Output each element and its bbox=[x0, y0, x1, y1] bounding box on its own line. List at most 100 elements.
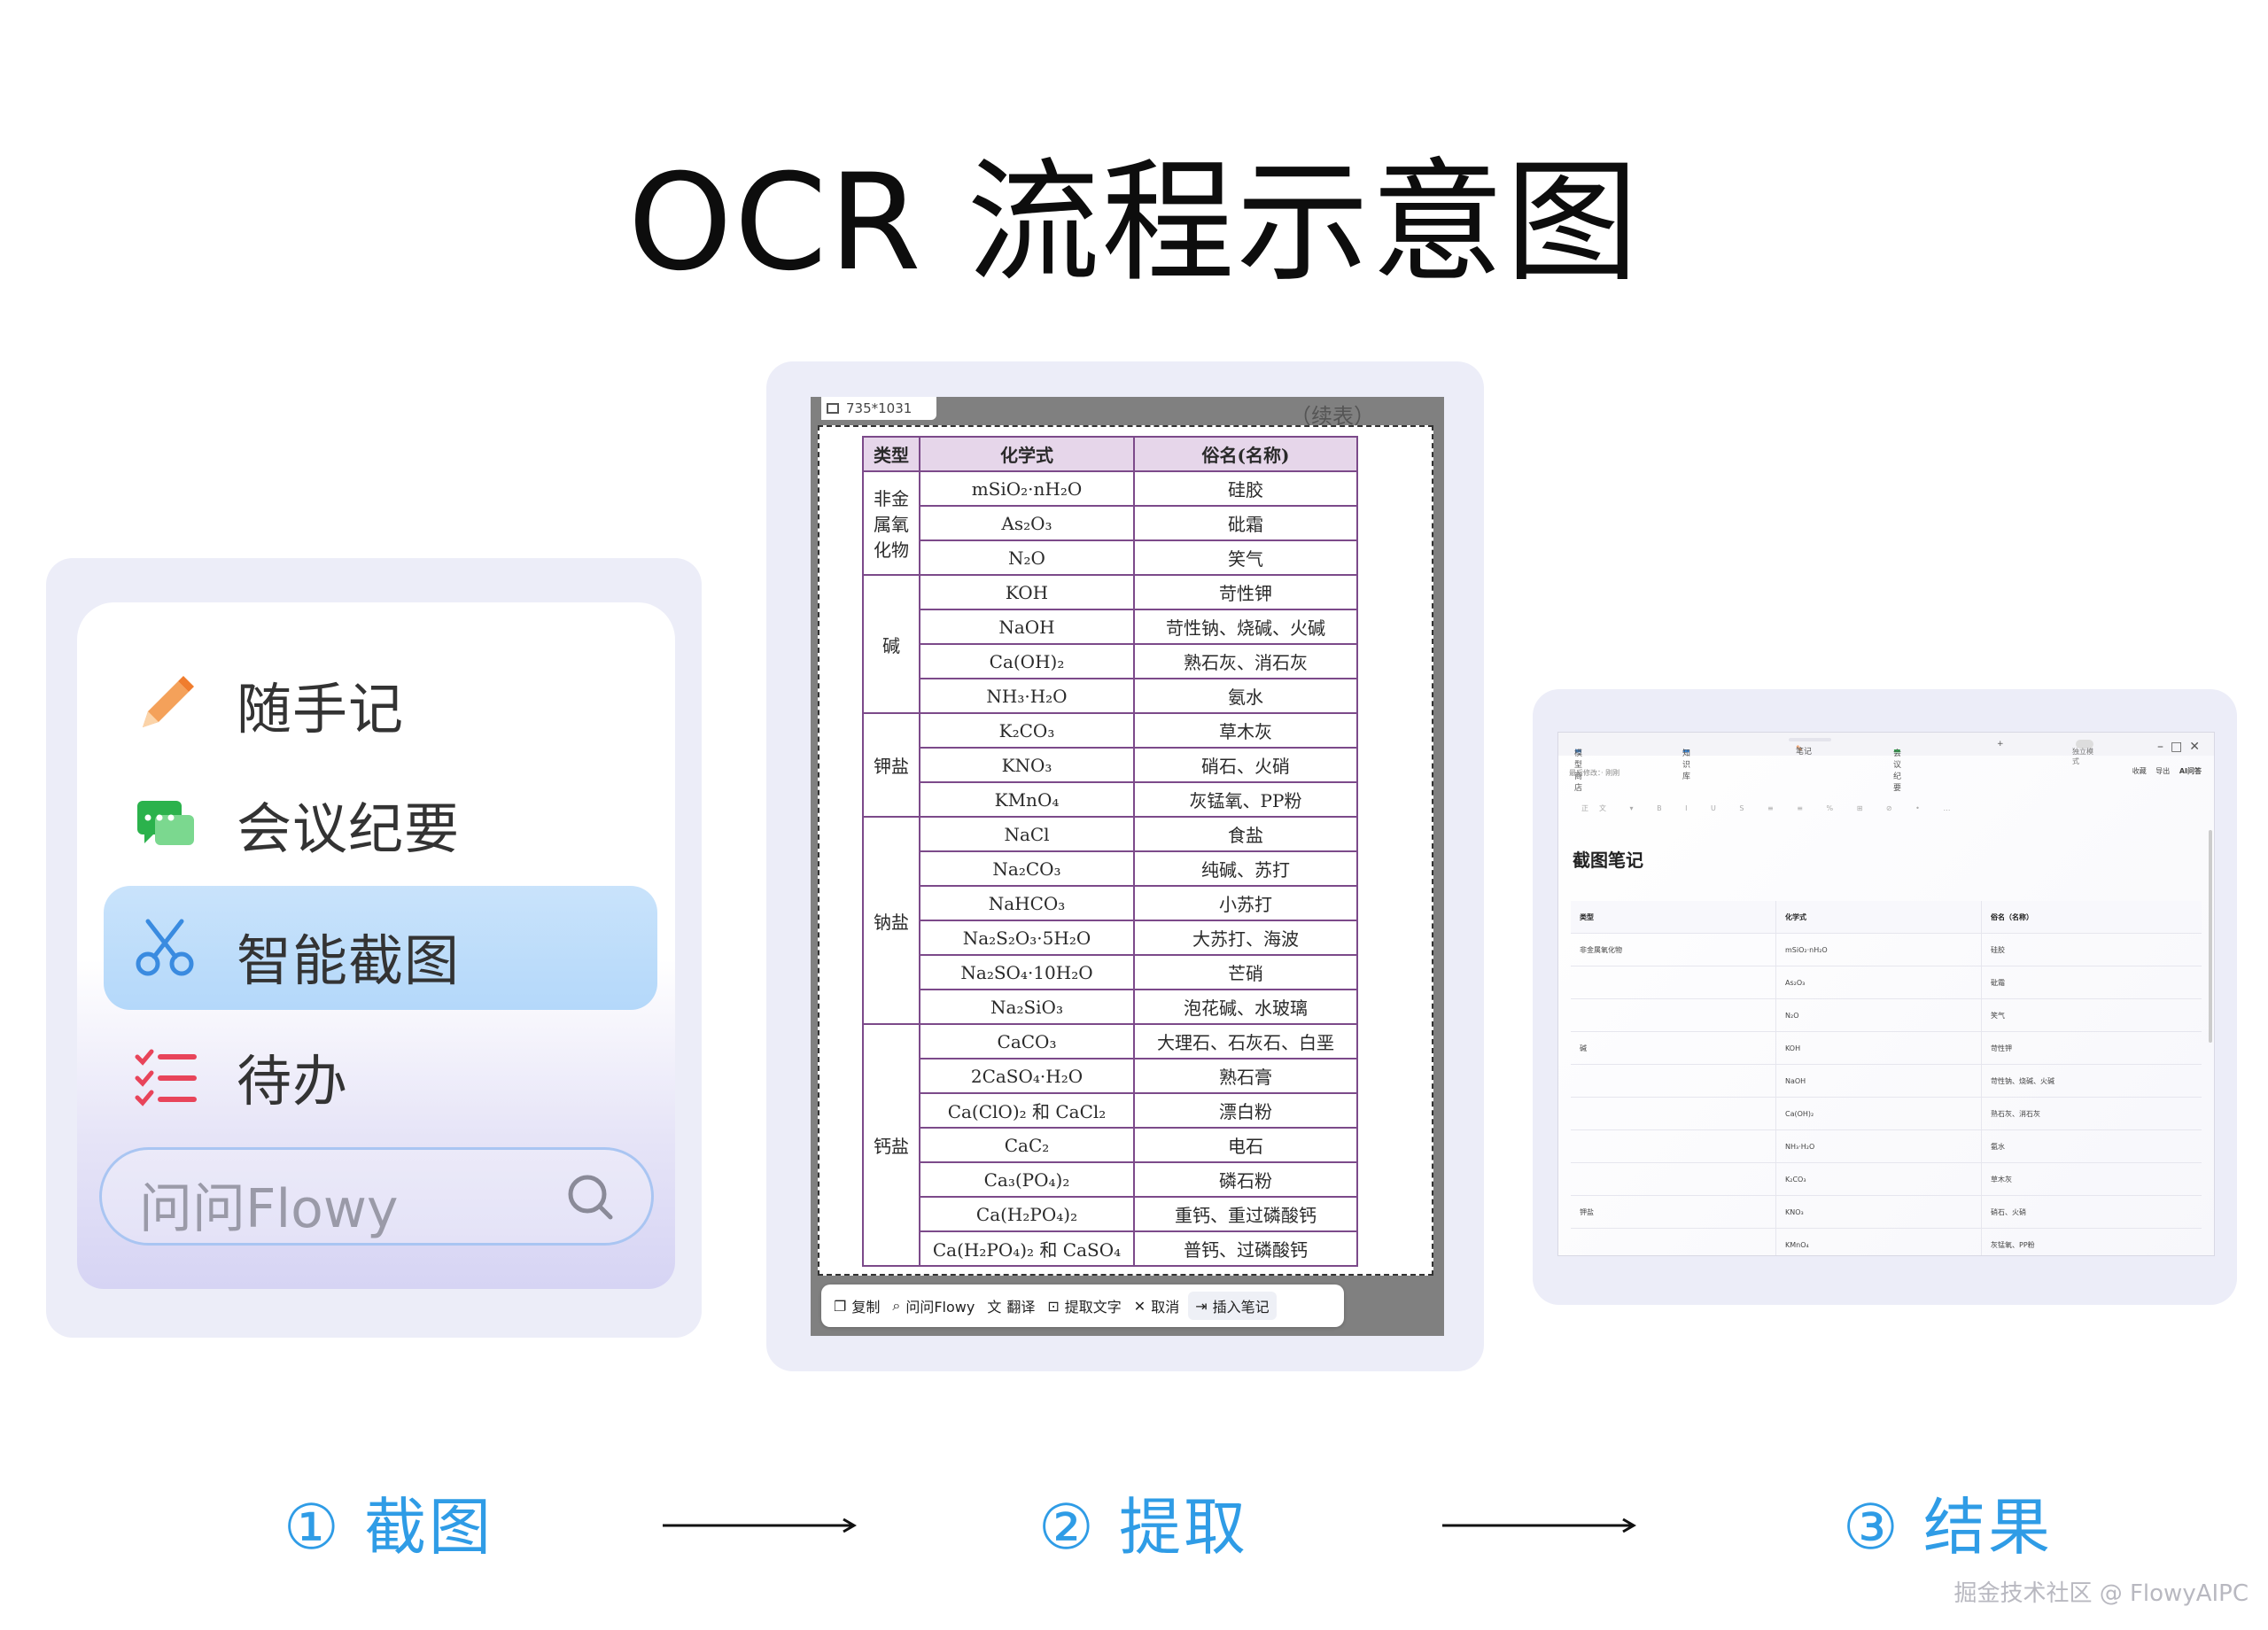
note-title[interactable]: 截图笔记 bbox=[1573, 850, 1643, 871]
note-actions: 收藏 导出 AI问答 bbox=[2132, 766, 2202, 776]
table-header: 俗名(名称) bbox=[1133, 436, 1358, 472]
table-cell[interactable]: 硝石、火硝 bbox=[1981, 1195, 2202, 1229]
formula-cell: KMnO₄ bbox=[919, 781, 1135, 818]
toolbar-button[interactable]: ⇥插入笔记 bbox=[1188, 1292, 1277, 1320]
selection-size: 735*1031 bbox=[846, 400, 913, 416]
table-cell[interactable]: N₂O bbox=[1775, 998, 1982, 1032]
copy-icon: ❐ bbox=[834, 1297, 847, 1315]
table-cell[interactable]: 苛性钾 bbox=[1981, 1031, 2202, 1065]
formula-cell: Ca(H₂PO₄)₂ 和 CaSO₄ bbox=[919, 1230, 1135, 1267]
table-cell[interactable]: 草木灰 bbox=[1981, 1162, 2202, 1196]
table-cell[interactable] bbox=[1571, 1162, 1776, 1196]
last-modified: 最后修改：· 刚刚 bbox=[1569, 769, 1620, 777]
format-toolbar[interactable]: 正文 ▾ B I U S ≡ ≡ % ⊞ ⊘ • … bbox=[1581, 804, 1961, 812]
formula-cell: Ca₃(PO₄)₂ bbox=[919, 1161, 1135, 1198]
toolbar-button-label: 插入笔记 bbox=[1212, 1299, 1270, 1316]
table-cell[interactable]: 灰锰氧、PP粉 bbox=[1981, 1228, 2202, 1255]
tab-notes[interactable]: ✎ 笔记 bbox=[1789, 738, 1831, 757]
menu-card: 随手记 会议纪要 智能截图 bbox=[46, 558, 702, 1338]
common-name-cell: 泡花碱、水玻璃 bbox=[1133, 989, 1358, 1025]
table-cell[interactable]: NaOH bbox=[1775, 1064, 1982, 1098]
common-name-cell: 小苏打 bbox=[1133, 885, 1358, 921]
table-cell[interactable]: 熟石灰、消石灰 bbox=[1981, 1097, 2202, 1130]
table-cell[interactable]: As₂O₃ bbox=[1775, 966, 1982, 999]
arrow-right-icon bbox=[663, 1517, 857, 1533]
table-cell[interactable]: 笑气 bbox=[1981, 998, 2202, 1032]
common-name-cell: 熟石膏 bbox=[1133, 1058, 1358, 1094]
table-cell[interactable] bbox=[1571, 1064, 1776, 1098]
ai-qa-button[interactable]: AI问答 bbox=[2179, 767, 2202, 775]
ask-flowy-search[interactable]: 问问Flowy bbox=[99, 1147, 654, 1246]
scissors-icon bbox=[136, 919, 194, 976]
table-cell[interactable]: 硅胶 bbox=[1981, 933, 2202, 966]
table-cell[interactable]: NH₃·H₂O bbox=[1775, 1129, 1982, 1163]
table-cell[interactable]: KOH bbox=[1775, 1031, 1982, 1065]
independent-mode-toggle[interactable]: 独立模式 bbox=[2072, 740, 2093, 765]
table-cell[interactable]: mSiO₂·nH₂O bbox=[1775, 933, 1982, 966]
table-cell[interactable] bbox=[1571, 1097, 1776, 1130]
common-name-cell: 草木灰 bbox=[1133, 712, 1358, 749]
table-header: 俗名（名称） bbox=[1981, 901, 2202, 934]
common-name-cell: 食盐 bbox=[1133, 816, 1358, 852]
toolbar-button-label: 复制 bbox=[851, 1299, 881, 1316]
search-placeholder: 问问Flowy bbox=[139, 1178, 399, 1240]
menu-item-todo[interactable]: 待办 bbox=[77, 1019, 675, 1134]
common-name-cell: 氨水 bbox=[1133, 678, 1358, 714]
menu-item-label: 会议纪要 bbox=[237, 796, 461, 861]
table-cell[interactable] bbox=[1571, 966, 1776, 999]
table-cell[interactable]: 碱 bbox=[1571, 1031, 1776, 1065]
toolbar-button[interactable]: 文翻译 bbox=[987, 1295, 1035, 1316]
table-cell[interactable] bbox=[1571, 1228, 1776, 1255]
search-icon[interactable] bbox=[564, 1171, 616, 1222]
toolbar-button[interactable]: ❐复制 bbox=[834, 1295, 880, 1316]
window-controls[interactable]: –□✕ bbox=[2157, 740, 2207, 754]
checklist-icon bbox=[135, 1049, 197, 1106]
table-cell[interactable]: 钾盐 bbox=[1571, 1195, 1776, 1229]
formula-cell: 2CaSO₄·H₂O bbox=[919, 1058, 1135, 1094]
toolbar-button-label: 提取文字 bbox=[1064, 1299, 1122, 1316]
common-name-cell: 普钙、过磷酸钙 bbox=[1133, 1230, 1358, 1267]
menu-item-quick-note[interactable]: 随手记 bbox=[77, 647, 675, 762]
export-button[interactable]: 导出 bbox=[2155, 767, 2171, 775]
table-cell[interactable] bbox=[1571, 998, 1776, 1032]
table-cell[interactable]: 非金属氧化物 bbox=[1571, 933, 1776, 966]
table-cell[interactable]: 苛性钠、烧碱、火碱 bbox=[1981, 1064, 2202, 1098]
common-name-cell: 芒硝 bbox=[1133, 954, 1358, 990]
table-cell[interactable]: K₂CO₃ bbox=[1775, 1162, 1982, 1196]
step-2-label: ② 提取 bbox=[1038, 1491, 1249, 1564]
menu-item-label: 待办 bbox=[237, 1049, 349, 1114]
formula-cell: K₂CO₃ bbox=[919, 712, 1135, 749]
type-cell: 钠盐 bbox=[862, 816, 920, 1025]
favorite-button[interactable]: 收藏 bbox=[2132, 767, 2147, 775]
table-cell[interactable]: KMnO₄ bbox=[1775, 1228, 1982, 1255]
toolbar-button-label: 翻译 bbox=[1006, 1299, 1036, 1316]
menu-item-meeting-notes[interactable]: 会议纪要 bbox=[77, 766, 675, 881]
type-cell: 钾盐 bbox=[862, 712, 920, 818]
table-cell[interactable]: 砒霜 bbox=[1981, 966, 2202, 999]
table-cell[interactable]: 氨水 bbox=[1981, 1129, 2202, 1163]
scrollbar[interactable] bbox=[2209, 830, 2212, 1043]
toolbar-button[interactable]: ⊡提取文字 bbox=[1047, 1295, 1121, 1316]
tab-label: 会议纪要 bbox=[1893, 749, 1902, 793]
formula-cell: Na₂S₂O₃·5H₂O bbox=[919, 920, 1135, 956]
menu-item-smart-screenshot[interactable]: 智能截图 bbox=[77, 886, 675, 1010]
watermark: 掘金技术社区 @ FlowyAIPC bbox=[1953, 1580, 2249, 1607]
table-cell[interactable] bbox=[1571, 1129, 1776, 1163]
table-cell[interactable]: Ca(OH)₂ bbox=[1775, 1097, 1982, 1130]
common-name-cell: 大苏打、海波 bbox=[1133, 920, 1358, 956]
toolbar-button[interactable]: ✕取消 bbox=[1134, 1295, 1179, 1316]
formula-cell: Ca(OH)₂ bbox=[919, 643, 1135, 679]
toggle-switch[interactable] bbox=[2076, 740, 2093, 749]
table-cell[interactable]: KNO₃ bbox=[1775, 1195, 1982, 1229]
toolbar-button[interactable]: ⌕问问Flowy bbox=[892, 1295, 975, 1316]
table-header: 类型 bbox=[1571, 901, 1776, 934]
add-tab-button[interactable]: + bbox=[1997, 740, 2004, 749]
